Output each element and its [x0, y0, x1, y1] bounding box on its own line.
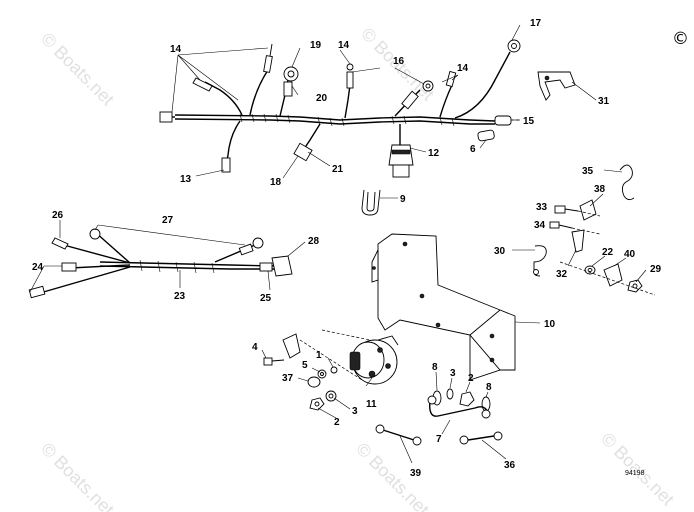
part-22-washer — [584, 265, 596, 275]
watermark-layer: © Boats.net © Boats.net © Boats.net © Bo… — [37, 24, 678, 512]
callout-2: 2 — [334, 417, 340, 428]
part-34-screw — [549, 221, 601, 235]
callout-6: 6 — [470, 144, 476, 155]
callout-9: 9 — [400, 194, 406, 205]
callout-labels: 14 19 14 16 17 14 31 20 15 12 6 13 18 21… — [32, 18, 662, 479]
part-7-strap — [427, 395, 491, 419]
callout-17: 17 — [530, 18, 542, 29]
callout-40: 40 — [624, 249, 636, 260]
part-2-nut — [309, 397, 325, 411]
callout-14: 14 — [338, 40, 350, 51]
part-5-washer — [317, 369, 327, 379]
callout-36: 36 — [504, 460, 516, 471]
part-9-clip — [361, 189, 381, 216]
callout-14: 14 — [457, 63, 469, 74]
callout-3: 3 — [450, 368, 456, 379]
callout-16: 16 — [393, 56, 405, 67]
callout-34: 34 — [534, 220, 546, 231]
callout-30: 30 — [494, 246, 506, 257]
callout-25: 25 — [260, 293, 272, 304]
callout-32: 32 — [556, 269, 568, 280]
part-4-screw — [263, 357, 285, 366]
callout-28: 28 — [308, 236, 320, 247]
part-38-clip — [579, 199, 597, 221]
callout-22: 22 — [602, 247, 614, 258]
callout-7: 7 — [436, 434, 442, 445]
part-3-lockwasher — [446, 388, 454, 400]
callout-38: 38 — [594, 184, 606, 195]
part-29-nut — [627, 279, 643, 293]
part-36-strap — [459, 431, 503, 445]
watermark-text: © Boats.net — [37, 29, 118, 110]
part-bracket-clip — [282, 333, 301, 359]
callout-11: 11 — [366, 399, 377, 410]
callout-26: 26 — [52, 210, 64, 221]
part-35-hook — [619, 164, 635, 201]
callout-1: 1 — [316, 350, 322, 361]
callout-12: 12 — [428, 148, 440, 159]
part-33-screw — [554, 205, 601, 217]
callout-35: 35 — [582, 166, 594, 177]
main-wiring-harness — [159, 39, 521, 178]
callout-4: 4 — [252, 342, 258, 353]
callout-3: 3 — [352, 406, 358, 417]
callout-33: 33 — [536, 202, 548, 213]
callout-23: 23 — [174, 291, 186, 302]
part-40-clip — [603, 263, 623, 287]
callout-15: 15 — [523, 116, 535, 127]
part-1-washer — [330, 366, 338, 374]
callout-5: 5 — [302, 360, 308, 371]
part-23-harness — [28, 228, 293, 299]
callout-10: 10 — [544, 319, 556, 330]
callout-20: 20 — [316, 93, 328, 104]
callout-21: 21 — [332, 164, 344, 175]
part-37-cap — [307, 376, 321, 388]
part-11-solenoid — [349, 335, 399, 385]
part-3-lockwasher — [325, 390, 337, 402]
part-2-nut — [459, 391, 475, 407]
part-30-spring-clip — [533, 245, 547, 277]
callout-31: 31 — [598, 96, 610, 107]
part-10-mounting-bracket — [371, 233, 516, 381]
callout-8: 8 — [432, 362, 438, 373]
callout-13: 13 — [180, 174, 192, 185]
callout-8: 8 — [486, 382, 492, 393]
callout-18: 18 — [270, 177, 282, 188]
callout-19: 19 — [310, 40, 322, 51]
callout-27: 27 — [162, 215, 174, 226]
part-32-clip — [571, 229, 585, 253]
callout-14: 14 — [170, 44, 182, 55]
part-31-bracket — [537, 71, 576, 101]
callout-24: 24 — [32, 262, 44, 273]
callout-2: 2 — [468, 373, 474, 384]
copyright-symbol: © — [672, 29, 689, 49]
watermark-text: © Boats.net — [37, 439, 118, 512]
figure-reference-number: 94198 — [625, 470, 645, 477]
part-39-strap — [375, 424, 422, 446]
part-6-sleeve — [477, 129, 495, 142]
callout-39: 39 — [410, 468, 422, 479]
callout-37: 37 — [282, 373, 294, 384]
leader-lines — [29, 24, 647, 464]
callout-29: 29 — [650, 264, 662, 275]
